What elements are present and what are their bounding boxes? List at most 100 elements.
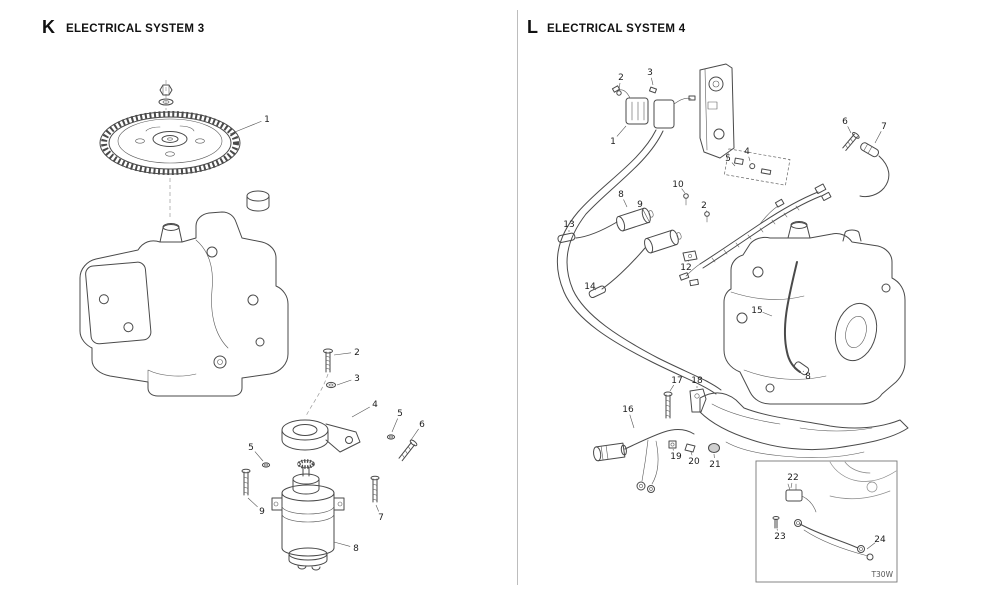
part-number-callout: 1: [264, 115, 270, 125]
callout-leader-line: [790, 482, 793, 489]
bracket-screw: [323, 348, 333, 373]
clip: [684, 443, 696, 453]
bolt: [663, 391, 673, 419]
callout-leader-line: [731, 162, 736, 167]
screw: [772, 516, 780, 529]
part-number-callout: 15: [751, 306, 762, 316]
part-number-callout: 5: [725, 154, 731, 164]
part-number-callout: 23: [774, 532, 785, 542]
part-number-callout: 16: [622, 405, 634, 415]
callout-leader-line: [642, 209, 651, 224]
callout-leader-line: [618, 82, 621, 90]
callout-leader-line: [802, 370, 804, 372]
callout-leader-line: [616, 125, 627, 137]
hardware-kit: [723, 148, 791, 186]
part-number-callout: 5: [248, 443, 254, 453]
callout-leader-line: [247, 497, 258, 508]
washer: [326, 381, 336, 389]
mounting-bracket: [699, 63, 735, 159]
starter-cable: [593, 429, 695, 493]
washer: [386, 434, 396, 440]
wiring-harness: [679, 183, 832, 287]
part-number-callout: 6: [842, 117, 848, 127]
part-number-callout: 2: [701, 201, 707, 211]
callout-leader-line: [333, 541, 351, 547]
part-number-callout: 7: [378, 513, 384, 523]
callout-leader-line: [410, 428, 419, 441]
callout-leader-line: [672, 448, 674, 451]
part-number-callout: 18: [691, 376, 703, 386]
rectifier: [611, 85, 649, 125]
mount-bolt: [241, 468, 251, 496]
callout-leader-line: [594, 289, 597, 291]
callout-leader-line: [351, 406, 370, 418]
part-number-callout: 19: [670, 452, 682, 462]
part-number-callout: 21: [709, 460, 720, 470]
callout-leader-line: [874, 131, 882, 144]
part-number-callout: 10: [672, 180, 684, 190]
callout-leader-line: [623, 199, 628, 208]
flywheel-nut: [158, 84, 174, 106]
wire-clamp: [682, 250, 698, 262]
part-number-callout: 22: [787, 473, 798, 483]
panel-l-title: ELECTRICAL SYSTEM 4: [547, 23, 686, 35]
screw: [683, 193, 689, 206]
callout-leader-line: [866, 542, 876, 550]
lower-cowling: [699, 392, 909, 458]
callout-leader-line: [762, 311, 773, 317]
callout-leader-line: [706, 210, 708, 213]
part-number-callout: 2: [354, 348, 360, 358]
part-number-callout: 14: [584, 282, 596, 292]
cdi-unit: [648, 86, 696, 129]
square-washer: [668, 440, 677, 449]
part-number-callout: 20: [688, 457, 700, 467]
harness-loop: [556, 129, 722, 395]
spark-plug-cap: [859, 142, 890, 198]
part-number-callout: 3: [354, 374, 360, 384]
part-number-callout: 6: [419, 420, 425, 430]
callout-leader-line: [651, 77, 654, 86]
part-number-callout: 9: [259, 507, 265, 517]
guide-line: [305, 373, 329, 417]
ignition-coil-2: [644, 229, 682, 254]
part-number-callout: 3: [647, 68, 653, 78]
mount-bolt: [398, 439, 418, 462]
panel-l-illustration: T30W: [556, 63, 909, 583]
high-tension-lead: [783, 261, 810, 376]
part-number-callout: 8: [618, 190, 624, 200]
callout-leader-line: [391, 418, 398, 433]
callout-leader-line: [688, 259, 690, 262]
callout-leader-line: [748, 156, 751, 162]
grommet: [708, 443, 720, 453]
bolt: [842, 131, 860, 151]
callout-leader-line: [690, 451, 693, 456]
part-number-callout: 7: [881, 122, 887, 132]
flywheel: [99, 111, 241, 175]
panel-k-letter: K: [42, 17, 55, 37]
inset-box: T30W: [755, 460, 898, 583]
engine-block: [723, 221, 906, 405]
part-number-callout: 8: [353, 544, 359, 554]
callout-leader-line: [669, 384, 675, 392]
callout-leader-line: [336, 379, 352, 386]
engine-block: [79, 190, 289, 397]
part-number-callout: 17: [671, 376, 682, 386]
part-number-callout: 13: [563, 220, 574, 230]
callout-leader-line: [681, 188, 686, 194]
callout-leader-line: [776, 528, 778, 531]
ignition-coil-1: [616, 207, 654, 232]
starter-bracket: [281, 419, 361, 453]
relay: [785, 483, 817, 513]
callout-leader-line: [629, 414, 635, 429]
panel-l-letter: L: [527, 17, 538, 37]
callout-leader-line: [229, 120, 262, 135]
callout-leader-line: [333, 352, 352, 356]
cable-bracket: [689, 388, 707, 413]
part-number-callout: 24: [874, 535, 886, 545]
callout-leader-line: [375, 504, 379, 512]
mount-bolt: [370, 475, 380, 503]
part-number-callout: 2: [618, 73, 624, 83]
